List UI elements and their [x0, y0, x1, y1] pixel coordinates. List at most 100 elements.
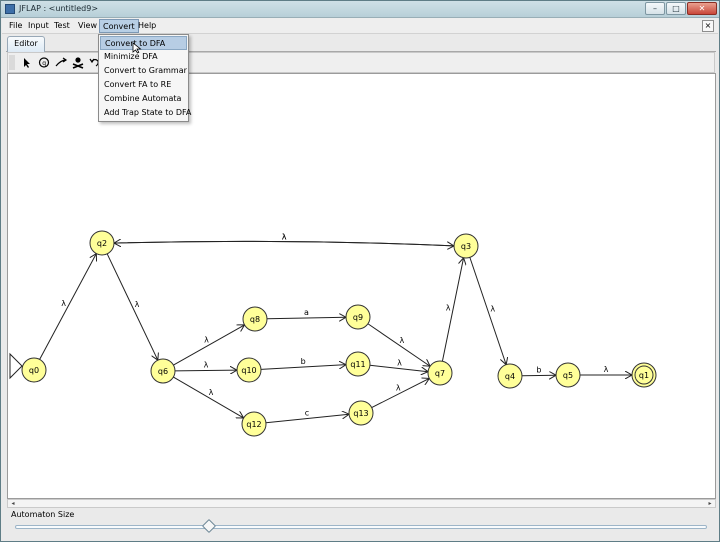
- state-label-q8: q8: [250, 315, 260, 324]
- menu-convert[interactable]: Convert: [99, 19, 139, 33]
- menu-bar: File Input Test View Convert Help ×: [2, 18, 718, 34]
- transition-q12-q13[interactable]: [265, 414, 349, 424]
- menu-test[interactable]: Test: [54, 21, 70, 30]
- state-label-q5: q5: [563, 371, 573, 380]
- state-q11[interactable]: q11: [345, 351, 371, 377]
- transition-label-q12-q13[interactable]: c: [305, 409, 309, 418]
- menu-item-add-trap-state[interactable]: Add Trap State to DFA: [104, 108, 192, 117]
- menu-item-convert-fa-to-re[interactable]: Convert FA to RE: [104, 80, 172, 89]
- tab-editor[interactable]: Editor: [7, 36, 45, 52]
- transition-q10-q11[interactable]: [260, 365, 346, 370]
- close-document-icon[interactable]: ×: [702, 20, 714, 32]
- transition-q7-q3[interactable]: [441, 258, 463, 362]
- state-label-q4: q4: [505, 372, 515, 381]
- state-label-q0: q0: [29, 366, 39, 375]
- state-label-q12: q12: [246, 420, 261, 429]
- delete-tool-icon[interactable]: [70, 55, 86, 70]
- state-q7[interactable]: q7: [427, 360, 453, 386]
- transition-label-q6-q8[interactable]: λ: [204, 336, 209, 345]
- state-label-q3: q3: [461, 242, 471, 251]
- transition-q4-q5[interactable]: [521, 375, 556, 376]
- horizontal-scrollbar[interactable]: ◂ ▸: [7, 499, 716, 508]
- close-button[interactable]: ✕: [687, 2, 717, 15]
- state-label-q11: q11: [350, 360, 365, 369]
- window-title: JFLAP : <untitled9>: [19, 4, 99, 13]
- transition-q8-q9[interactable]: [266, 317, 346, 319]
- state-label-q10: q10: [241, 366, 256, 375]
- transition-label-q3-q4[interactable]: λ: [490, 304, 495, 313]
- scroll-left-arrow-icon[interactable]: ◂: [11, 500, 15, 507]
- transition-label-q4-q5[interactable]: b: [536, 366, 541, 375]
- transition-label-q2-q6[interactable]: λ: [135, 300, 140, 309]
- menu-item-combine-automata[interactable]: Combine Automata: [104, 94, 182, 103]
- svg-text:q: q: [42, 60, 46, 67]
- state-q12[interactable]: q12: [241, 411, 267, 437]
- state-q6[interactable]: q6: [150, 358, 176, 384]
- transition-label-q3-q2[interactable]: λ: [282, 232, 287, 241]
- transition-q6-q10[interactable]: [174, 370, 237, 371]
- transition-q3-q4[interactable]: [469, 257, 506, 364]
- transition-label-q9-q7[interactable]: λ: [399, 336, 404, 345]
- transition-q9-q7[interactable]: [367, 323, 430, 366]
- state-q8[interactable]: q8: [242, 306, 268, 332]
- state-tool-icon[interactable]: q: [36, 55, 52, 70]
- automaton-size-slider[interactable]: [15, 525, 707, 529]
- state-q10[interactable]: q10: [236, 357, 262, 383]
- menu-help[interactable]: Help: [138, 21, 157, 30]
- transition-q6-q12[interactable]: [173, 376, 243, 418]
- title-bar[interactable]: JFLAP : <untitled9> – □ ✕: [1, 1, 719, 18]
- minimize-button[interactable]: –: [645, 2, 665, 15]
- transition-label-q6-q12[interactable]: λ: [209, 388, 214, 397]
- editor-tabstrip: Editor: [6, 35, 716, 52]
- scroll-right-arrow-icon[interactable]: ▸: [708, 500, 712, 507]
- transition-label-q0-q2[interactable]: λ: [61, 299, 66, 308]
- transition-label-q6-q10[interactable]: λ: [204, 361, 209, 370]
- arrow-tool-icon[interactable]: [19, 55, 35, 70]
- transition-label-q5-q1[interactable]: λ: [604, 365, 609, 374]
- automaton-size-slider-thumb[interactable]: [201, 518, 216, 534]
- transition-q6-q8[interactable]: [173, 325, 244, 366]
- mouse-cursor-icon: [132, 42, 142, 54]
- state-q2[interactable]: q2: [89, 230, 115, 256]
- menu-item-minimize-dfa[interactable]: Minimize DFA: [104, 52, 158, 61]
- state-label-q13: q13: [353, 409, 368, 418]
- menu-item-convert-to-grammar[interactable]: Convert to Grammar: [104, 66, 187, 75]
- transition-q2-q6[interactable]: [106, 253, 158, 360]
- transition-label-q7-q3[interactable]: λ: [446, 303, 451, 312]
- menu-view[interactable]: View: [78, 21, 97, 30]
- state-q5[interactable]: q5: [555, 362, 581, 388]
- transition-label-q8-q9[interactable]: a: [304, 308, 309, 317]
- transition-label-q10-q11[interactable]: b: [301, 357, 306, 366]
- transition-q0-q2[interactable]: [39, 254, 97, 360]
- transition-q13-q7[interactable]: [371, 378, 430, 409]
- state-q1[interactable]: q1: [631, 362, 657, 388]
- state-q13[interactable]: q13: [348, 400, 374, 426]
- state-q9[interactable]: q9: [345, 304, 371, 330]
- state-q0[interactable]: q0: [21, 357, 47, 383]
- automaton-size-label: Automaton Size: [11, 510, 75, 519]
- transition-q3-q2[interactable]: [114, 241, 455, 246]
- state-label-q7: q7: [435, 369, 445, 378]
- toolbar-grip[interactable]: [9, 55, 15, 70]
- menu-item-convert-to-dfa[interactable]: Convert to DFA: [100, 36, 187, 50]
- state-q3[interactable]: q3: [453, 233, 479, 259]
- transition-tool-icon[interactable]: [53, 55, 69, 70]
- state-label-q2: q2: [97, 239, 107, 248]
- menu-file[interactable]: File: [9, 21, 23, 30]
- menu-input[interactable]: Input: [28, 21, 49, 30]
- transition-q11-q7[interactable]: [369, 364, 428, 371]
- transition-label-q2-q3[interactable]: λ: [282, 232, 287, 241]
- automaton-size-panel: Automaton Size: [7, 509, 716, 540]
- jflap-app-icon: [5, 4, 15, 14]
- state-q4[interactable]: q4: [497, 363, 523, 389]
- maximize-button[interactable]: □: [666, 2, 686, 15]
- window-controls: – □ ✕: [645, 2, 717, 15]
- state-label-q9: q9: [353, 313, 363, 322]
- transition-label-q13-q7[interactable]: λ: [396, 384, 401, 393]
- state-label-q1: q1: [639, 371, 649, 380]
- transition-label-q11-q7[interactable]: λ: [397, 359, 402, 368]
- initial-state-marker: [9, 352, 23, 380]
